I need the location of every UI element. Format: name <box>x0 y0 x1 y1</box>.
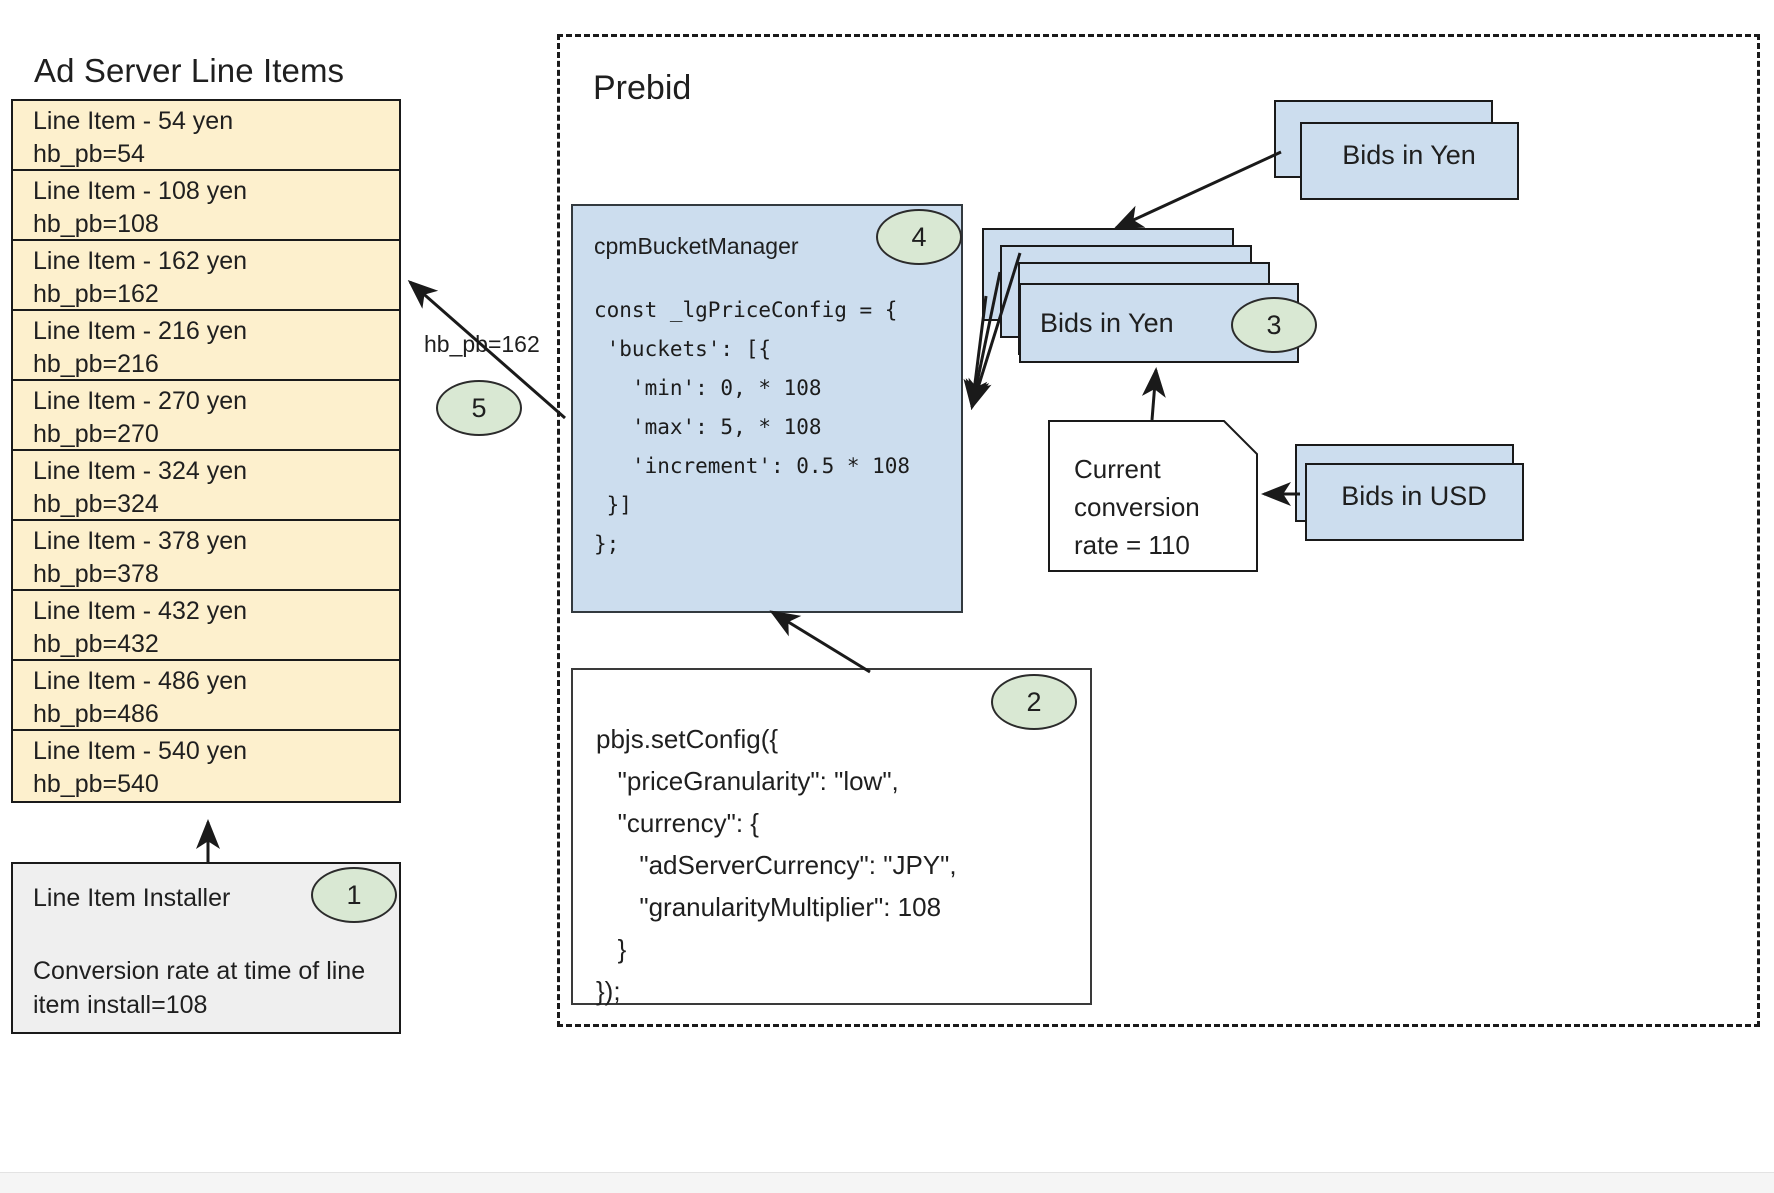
table-row: Line Item - 162 yen hb_pb=162 <box>13 241 399 311</box>
cpm-bucket-manager-code: const _lgPriceConfig = { 'buckets': [{ '… <box>594 298 911 556</box>
prebid-boundary: Prebid <box>557 34 1760 1027</box>
line-item-name: Line Item - 486 yen <box>33 667 248 695</box>
step-badge-3: 3 <box>1231 297 1317 353</box>
table-row: Line Item - 324 yen hb_pb=324 <box>13 451 399 521</box>
bids-in-yen-stack-label: Bids in Yen <box>1040 308 1174 338</box>
step-badge-2: 2 <box>991 674 1077 730</box>
step-badge-1: 1 <box>311 867 397 923</box>
note-shape-icon <box>1048 420 1258 572</box>
line-item-name: Line Item - 108 yen <box>33 177 248 205</box>
line-item-key: hb_pb=432 <box>33 630 159 658</box>
set-config-code: pbjs.setConfig({ "priceGranularity": "lo… <box>596 724 957 1006</box>
page-title: Ad Server Line Items <box>34 52 345 89</box>
table-row: Line Item - 270 yen hb_pb=270 <box>13 381 399 451</box>
table-row: Line Item - 378 yen hb_pb=378 <box>13 521 399 591</box>
line-item-key: hb_pb=378 <box>33 560 159 588</box>
line-item-name: Line Item - 54 yen <box>33 107 234 135</box>
bids-in-yen-card <box>1300 122 1519 200</box>
line-item-installer-title: Line Item Installer <box>33 884 231 912</box>
table-row: Line Item - 486 yen hb_pb=486 <box>13 661 399 731</box>
line-item-name: Line Item - 540 yen <box>33 737 248 765</box>
line-items-table: Line Item - 54 yen hb_pb=54 Line Item - … <box>11 99 401 803</box>
line-item-key: hb_pb=486 <box>33 700 159 728</box>
table-row: Line Item - 216 yen hb_pb=216 <box>13 311 399 381</box>
line-item-key: hb_pb=270 <box>33 420 159 448</box>
line-item-name: Line Item - 324 yen <box>33 457 248 485</box>
bottom-strip <box>0 1172 1774 1193</box>
step-badge-4: 4 <box>876 209 962 265</box>
table-row: Line Item - 540 yen hb_pb=540 <box>13 731 399 801</box>
edge-label-hb-pb: hb_pb=162 <box>422 331 542 358</box>
line-item-key: hb_pb=54 <box>33 140 145 168</box>
line-item-key: hb_pb=162 <box>33 280 159 308</box>
table-row: Line Item - 432 yen hb_pb=432 <box>13 591 399 661</box>
line-item-name: Line Item - 378 yen <box>33 527 248 555</box>
cpm-bucket-manager-box: cpmBucketManager const _lgPriceConfig = … <box>571 204 963 613</box>
step-badge-5: 5 <box>436 380 522 436</box>
line-item-key: hb_pb=324 <box>33 490 159 518</box>
line-item-installer-note: Conversion rate at time of line item ins… <box>33 957 366 1019</box>
line-item-key: hb_pb=540 <box>33 770 159 798</box>
set-config-box: pbjs.setConfig({ "priceGranularity": "lo… <box>571 668 1092 1006</box>
line-item-name: Line Item - 162 yen <box>33 247 248 275</box>
conversion-rate-note: Current conversion rate = 110 <box>1048 420 1258 572</box>
prebid-title: Prebid <box>593 69 692 107</box>
line-item-name: Line Item - 432 yen <box>33 597 248 625</box>
line-item-name: Line Item - 216 yen <box>33 317 248 345</box>
line-item-key: hb_pb=216 <box>33 350 159 378</box>
table-row: Line Item - 54 yen hb_pb=54 <box>13 101 399 171</box>
line-item-key: hb_pb=108 <box>33 210 159 238</box>
bids-in-usd-label: Bids in USD <box>1341 481 1487 511</box>
cpm-bucket-manager-heading: cpmBucketManager <box>594 233 799 259</box>
line-item-name: Line Item - 270 yen <box>33 387 248 415</box>
bids-in-usd-card <box>1305 463 1524 541</box>
conversion-rate-text: Current conversion rate = 110 <box>1074 454 1200 560</box>
bids-in-yen-label: Bids in Yen <box>1342 140 1476 170</box>
table-row: Line Item - 108 yen hb_pb=108 <box>13 171 399 241</box>
